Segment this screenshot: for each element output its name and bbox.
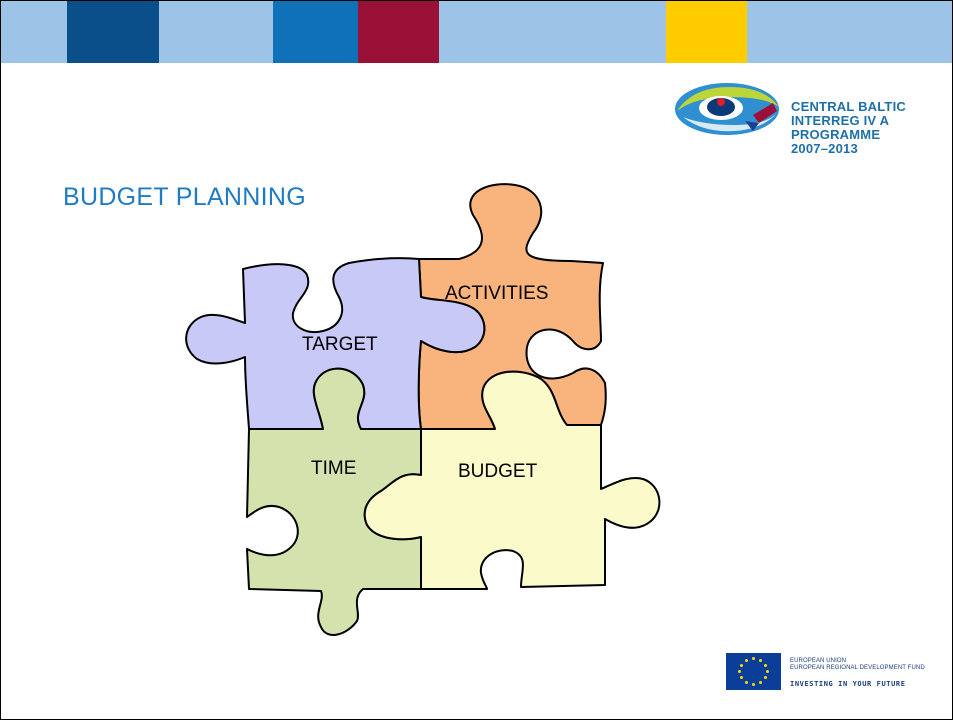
logo-line-2: INTERREG IV A: [791, 113, 890, 128]
header-color-bar: [1, 1, 952, 63]
header-segment-blue: [273, 1, 358, 63]
puzzle-label-activities: ACTIVITIES: [445, 283, 549, 304]
eu-funding-text: EUROPEAN UNION EUROPEAN REGIONAL DEVELOP…: [790, 658, 925, 688]
header-segment-yellow: [666, 1, 747, 63]
eu-line-1: EUROPEAN UNION: [790, 658, 847, 664]
logo-line-4: 2007–2013: [791, 141, 858, 156]
puzzle-piece-budget: [363, 370, 661, 590]
puzzle-label-budget: BUDGET: [458, 461, 538, 482]
logo-line-3: PROGRAMME: [791, 127, 881, 142]
eu-line-3: INVESTING IN YOUR FUTURE: [790, 680, 906, 688]
header-segment-crimson: [358, 1, 439, 63]
eu-flag-icon: [726, 653, 781, 690]
central-baltic-logo-icon: [675, 83, 779, 135]
logo-line-1: CENTRAL BALTIC: [791, 99, 906, 114]
slide-title: BUDGET PLANNING: [63, 183, 306, 211]
central-baltic-logo-text: CENTRAL BALTIC INTERREG IV A PROGRAMME 2…: [791, 100, 906, 156]
header-segment-dark-blue: [67, 1, 159, 63]
puzzle-label-time: TIME: [311, 458, 357, 479]
puzzle-label-target: TARGET: [302, 334, 378, 355]
puzzle-piece-target: [185, 257, 486, 430]
eu-line-2: EUROPEAN REGIONAL DEVELOPMENT FUND: [790, 665, 925, 671]
